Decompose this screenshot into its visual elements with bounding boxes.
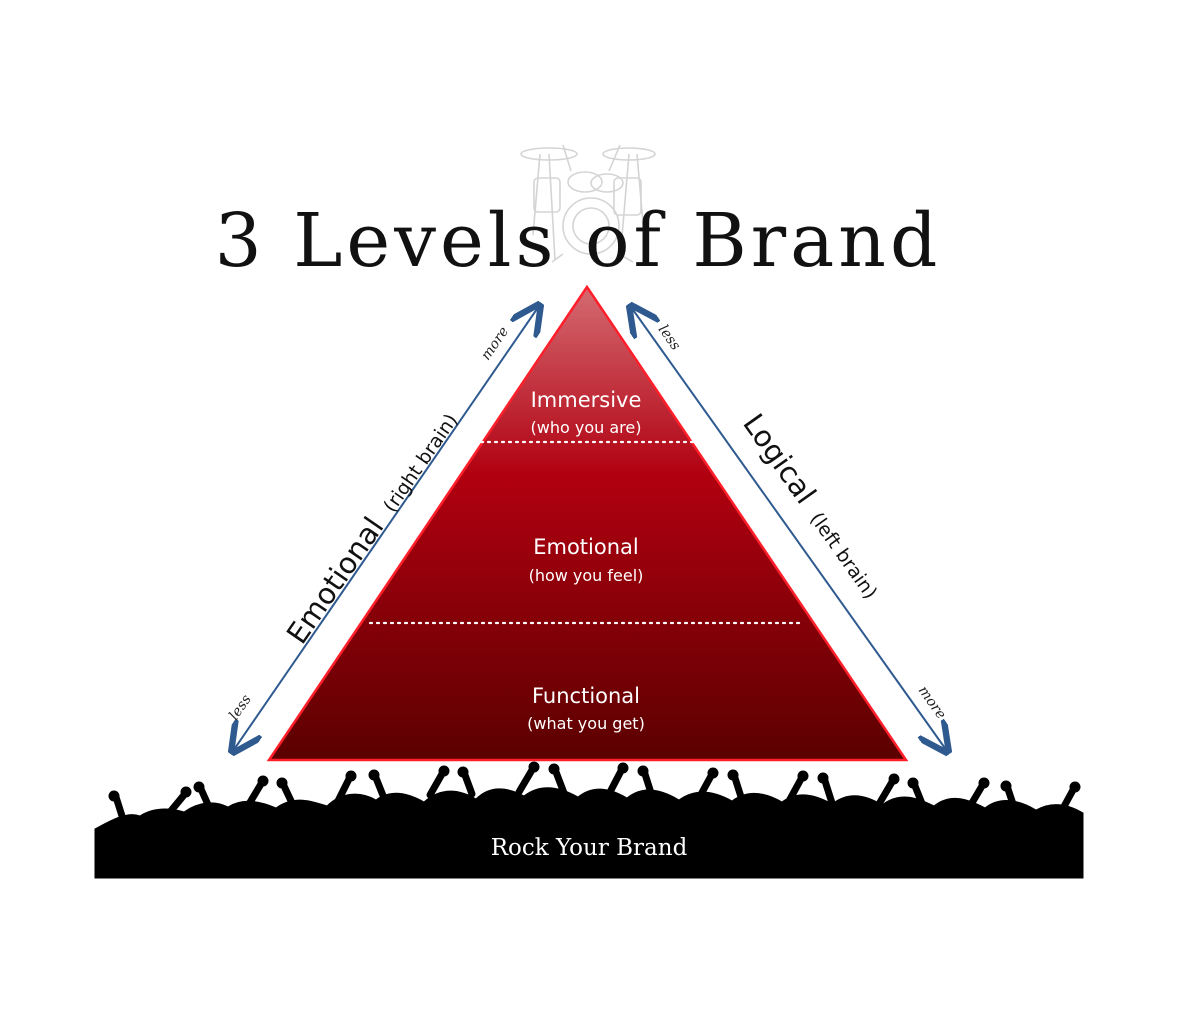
crowd-band xyxy=(94,787,1084,879)
level-immersive-title: Immersive xyxy=(531,388,642,412)
right-axis-arrow xyxy=(631,307,947,751)
page-title: 3 Levels of Brand xyxy=(215,198,942,284)
right-axis-top-end-label: less xyxy=(655,322,684,353)
footer-brand-text: Rock Your Brand xyxy=(491,835,688,861)
crowd-silhouette-icon xyxy=(94,761,1084,879)
level-functional-title: Functional xyxy=(532,684,640,708)
left-axis-bottom-end-label: less xyxy=(226,692,255,723)
level-immersive-description: (who you are) xyxy=(531,418,642,437)
drum-kit-icon xyxy=(520,144,656,263)
left-axis-arrow xyxy=(233,306,539,751)
right-axis-sublabel: (left brain) xyxy=(805,508,881,603)
right-axis-bottom-end-label: more xyxy=(915,683,949,722)
right-axis-label: Logical xyxy=(736,407,822,510)
level-emotional-description: (how you feel) xyxy=(529,566,644,585)
left-axis-top-end-label: more xyxy=(478,324,512,363)
level-emotional-title: Emotional xyxy=(533,535,639,559)
level-functional-description: (what you get) xyxy=(527,714,645,733)
